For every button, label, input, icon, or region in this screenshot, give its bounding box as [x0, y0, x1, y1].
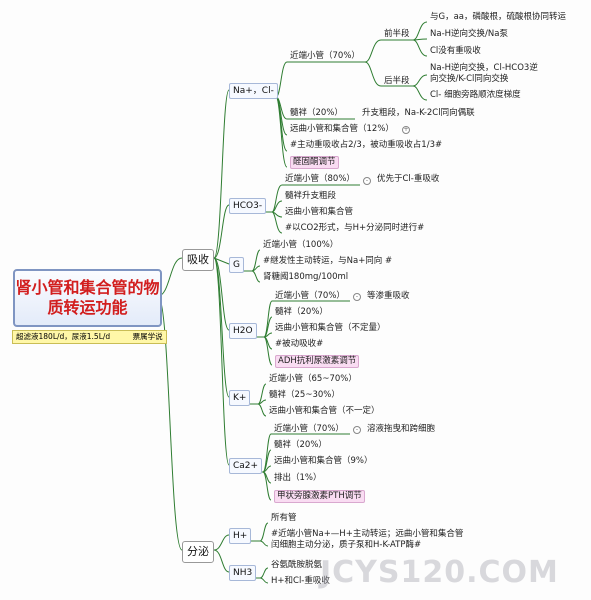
- ca-proximal[interactable]: 近端小管（70%）: [274, 424, 344, 434]
- nh3-item[interactable]: H+和Cl-重吸收: [271, 576, 330, 586]
- branch-absorption[interactable]: 吸收: [182, 249, 214, 271]
- central-topic-title: 肾小管和集合管的物质转运功能: [15, 278, 160, 317]
- category-ca[interactable]: Ca2+: [229, 458, 263, 474]
- root-note: 超滤液180L/d，尿液1.5L/d 票属学说: [12, 330, 167, 344]
- na-hormone[interactable]: 醛固酮调节: [290, 156, 339, 169]
- na-proximal-back[interactable]: 后半段: [384, 76, 410, 86]
- hco3-proximal[interactable]: 近端小管（80%）: [285, 174, 355, 184]
- category-h2o[interactable]: H2O: [229, 323, 257, 339]
- na-proximal-front[interactable]: 前半段: [384, 29, 410, 39]
- na-proximal[interactable]: 近端小管（70%）: [290, 51, 360, 61]
- expand-icon[interactable]: +: [402, 126, 410, 134]
- na-front-item[interactable]: Cl没有重吸收: [430, 46, 481, 56]
- branch-secretion[interactable]: 分泌: [182, 541, 214, 563]
- ca-proximal-detail[interactable]: 溶液拖曳和跨细胞: [367, 424, 436, 434]
- collapse-icon[interactable]: -: [353, 293, 361, 301]
- category-na-cl[interactable]: Na+，Cl-: [229, 83, 278, 99]
- hco3-proximal-detail[interactable]: 优先于Cl-重吸收: [377, 174, 440, 184]
- ca-hormone[interactable]: 甲状旁腺激素PTH调节: [274, 490, 365, 503]
- na-back-item[interactable]: Na-H逆向交换，Cl-HCO3逆向交换/K-Cl同向交换: [430, 63, 538, 84]
- g-threshold[interactable]: 肾糖阈180mg/100ml: [263, 272, 349, 282]
- ca-loop[interactable]: 髓袢（20%）: [274, 440, 327, 450]
- k-distal[interactable]: 远曲小管和集合管（不一定）: [269, 406, 380, 416]
- h2o-hormone[interactable]: ADH抗利尿激素调节: [275, 355, 360, 368]
- nh3-item[interactable]: 谷氨酰胺脱氨: [271, 560, 323, 570]
- na-back-item[interactable]: Cl- 细胞旁路顺浓度梯度: [430, 90, 521, 100]
- collapse-icon[interactable]: -: [353, 426, 361, 434]
- h-detail[interactable]: #近端小管Na+—H+主动转运；远曲小管和集合管闰细胞主动分泌，质子泵和H-K-…: [271, 529, 464, 550]
- category-k[interactable]: K+: [229, 390, 251, 406]
- category-hco3[interactable]: HCO3-: [229, 198, 267, 214]
- na-note[interactable]: #主动重吸收占2/3，被动重吸收占1/3#: [290, 140, 443, 150]
- h2o-distal[interactable]: 远曲小管和集合管（不定量）: [275, 323, 386, 333]
- h2o-proximal[interactable]: 近端小管（70%）: [275, 291, 345, 301]
- h2o-note[interactable]: #被动吸收#: [275, 339, 324, 349]
- k-proximal[interactable]: 近端小管（65~70%）: [269, 374, 357, 384]
- watermark: JCYS120.COM: [320, 555, 559, 590]
- na-loop-detail[interactable]: 升支粗段，Na-K-2Cl同向偶联: [362, 108, 475, 118]
- na-front-item[interactable]: Na-H逆向交换/Na泵: [430, 29, 508, 39]
- ca-distal[interactable]: 远曲小管和集合管（9%）: [274, 456, 373, 466]
- na-front-item[interactable]: 与G，aa，磷酸根，硫酸根协同转运: [430, 12, 567, 22]
- h2o-proximal-detail[interactable]: 等渗重吸收: [367, 291, 410, 301]
- h-all[interactable]: 所有管: [271, 513, 297, 523]
- category-h[interactable]: H+: [229, 528, 252, 544]
- na-distal[interactable]: 远曲小管和集合管（12%）: [290, 124, 394, 134]
- g-proximal[interactable]: 近端小管（100%）: [263, 240, 339, 250]
- k-loop[interactable]: 髓袢（25~30%）: [269, 390, 340, 400]
- h2o-loop[interactable]: 髓袢（20%）: [275, 307, 328, 317]
- g-note[interactable]: #继发性主动转运，与Na+同向 #: [263, 256, 393, 266]
- ca-excrete[interactable]: 排出（1%）: [274, 473, 322, 483]
- collapse-icon[interactable]: -: [363, 177, 371, 185]
- na-loop[interactable]: 髓袢（20%）: [290, 108, 343, 118]
- hco3-loop[interactable]: 髓袢升支粗段: [285, 191, 337, 201]
- category-glucose[interactable]: G: [229, 257, 244, 273]
- category-nh3[interactable]: NH3: [229, 565, 257, 581]
- hco3-note[interactable]: #以CO2形式，与H+分泌同时进行#: [285, 223, 425, 233]
- hco3-distal[interactable]: 远曲小管和集合管: [285, 207, 354, 217]
- central-topic[interactable]: 肾小管和集合管的物质转运功能: [13, 269, 162, 327]
